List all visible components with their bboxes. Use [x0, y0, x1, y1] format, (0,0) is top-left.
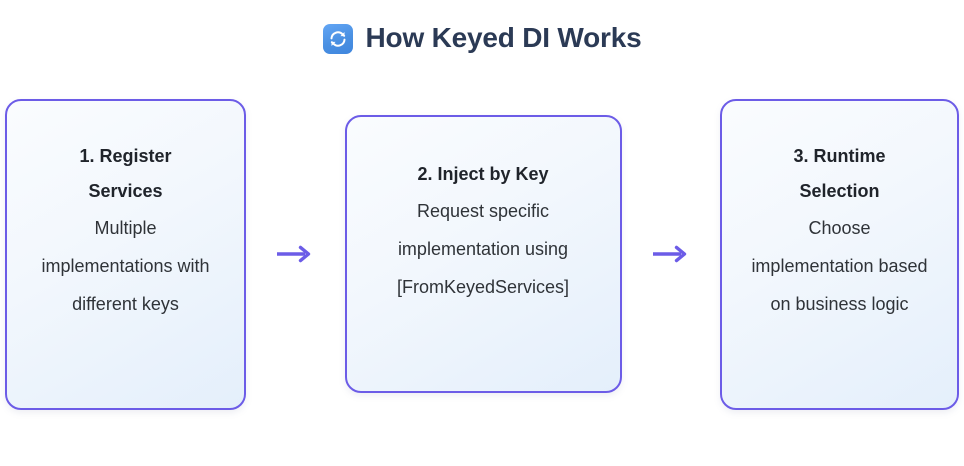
- flow-step-1: 1. Register Services Multiple implementa…: [5, 98, 246, 410]
- refresh-sync-icon: [322, 24, 353, 54]
- arrow-right-icon: [648, 244, 694, 264]
- flow-step-1-body: Multiple implementations with different …: [41, 217, 210, 314]
- page-title: How Keyed DI Works: [0, 14, 964, 62]
- arrow-right-icon: [272, 244, 318, 264]
- flow-step-3-title: 3. Runtime Selection: [793, 145, 886, 201]
- flow-step-2-title: 2. Inject by Key: [417, 164, 549, 184]
- flow-step-1-title: 1. Register Services: [79, 145, 172, 201]
- flow-step-3: 3. Runtime Selection Choose implementati…: [720, 98, 959, 410]
- flow-step-3-body: Choose implementation based on business …: [751, 217, 928, 314]
- page-title-text: How Keyed DI Works: [365, 22, 642, 53]
- flow-step-2-body: Request specific implementation using [F…: [396, 201, 570, 297]
- flow-step-2: 2. Inject by Key Request specific implem…: [344, 115, 622, 393]
- flow-diagram: 1. Register Services Multiple implementa…: [5, 98, 959, 410]
